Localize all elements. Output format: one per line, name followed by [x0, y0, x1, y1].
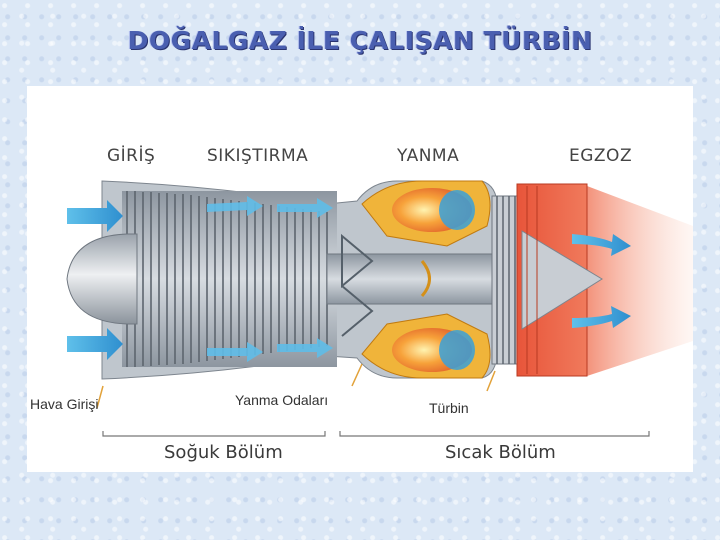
leader-air-intake — [96, 385, 104, 409]
label-cold-zone: Soğuk Bölüm — [164, 442, 283, 463]
turbine-stage — [491, 195, 519, 365]
label-exhaust: EGZOZ — [569, 146, 633, 166]
nose-cone — [66, 233, 138, 325]
hot-zone-bracket — [339, 431, 650, 437]
rotation-arrow — [420, 260, 431, 297]
label-turbine: Türbin — [429, 400, 469, 416]
combustion-chamber-bottom — [361, 313, 491, 379]
diffuser-frame — [341, 233, 374, 337]
turbine-diagram: GİRİŞ SIKIŞTIRMA YANMA EGZOZ Hava Girişi… — [27, 86, 693, 472]
central-shaft — [326, 253, 498, 305]
compressor-blades — [122, 191, 337, 367]
label-hot-zone: Sıcak Bölüm — [445, 442, 556, 463]
leader-turbine — [486, 370, 496, 392]
label-combustion-chambers: Yanma Odaları — [235, 392, 329, 408]
label-combustion: YANMA — [397, 146, 460, 166]
turbine-illustration — [66, 180, 693, 437]
label-air-intake: Hava Girişi — [30, 396, 99, 412]
label-compression: SIKIŞTIRMA — [207, 146, 309, 166]
cold-zone-bracket — [102, 431, 326, 437]
intake-airflow-arrows — [67, 200, 123, 360]
exhaust-plume — [587, 186, 693, 376]
exhaust-airflow-arrows — [572, 234, 631, 328]
slide-title: DOĞALGAZ İLE ÇALIŞAN TÜRBİN — [127, 26, 593, 55]
leader-combustion — [351, 363, 363, 387]
exhaust-cone — [521, 230, 603, 330]
combustion-chamber-top — [361, 180, 491, 247]
label-inlet: GİRİŞ — [107, 146, 156, 166]
compressor-airflow-arrows — [207, 196, 333, 362]
